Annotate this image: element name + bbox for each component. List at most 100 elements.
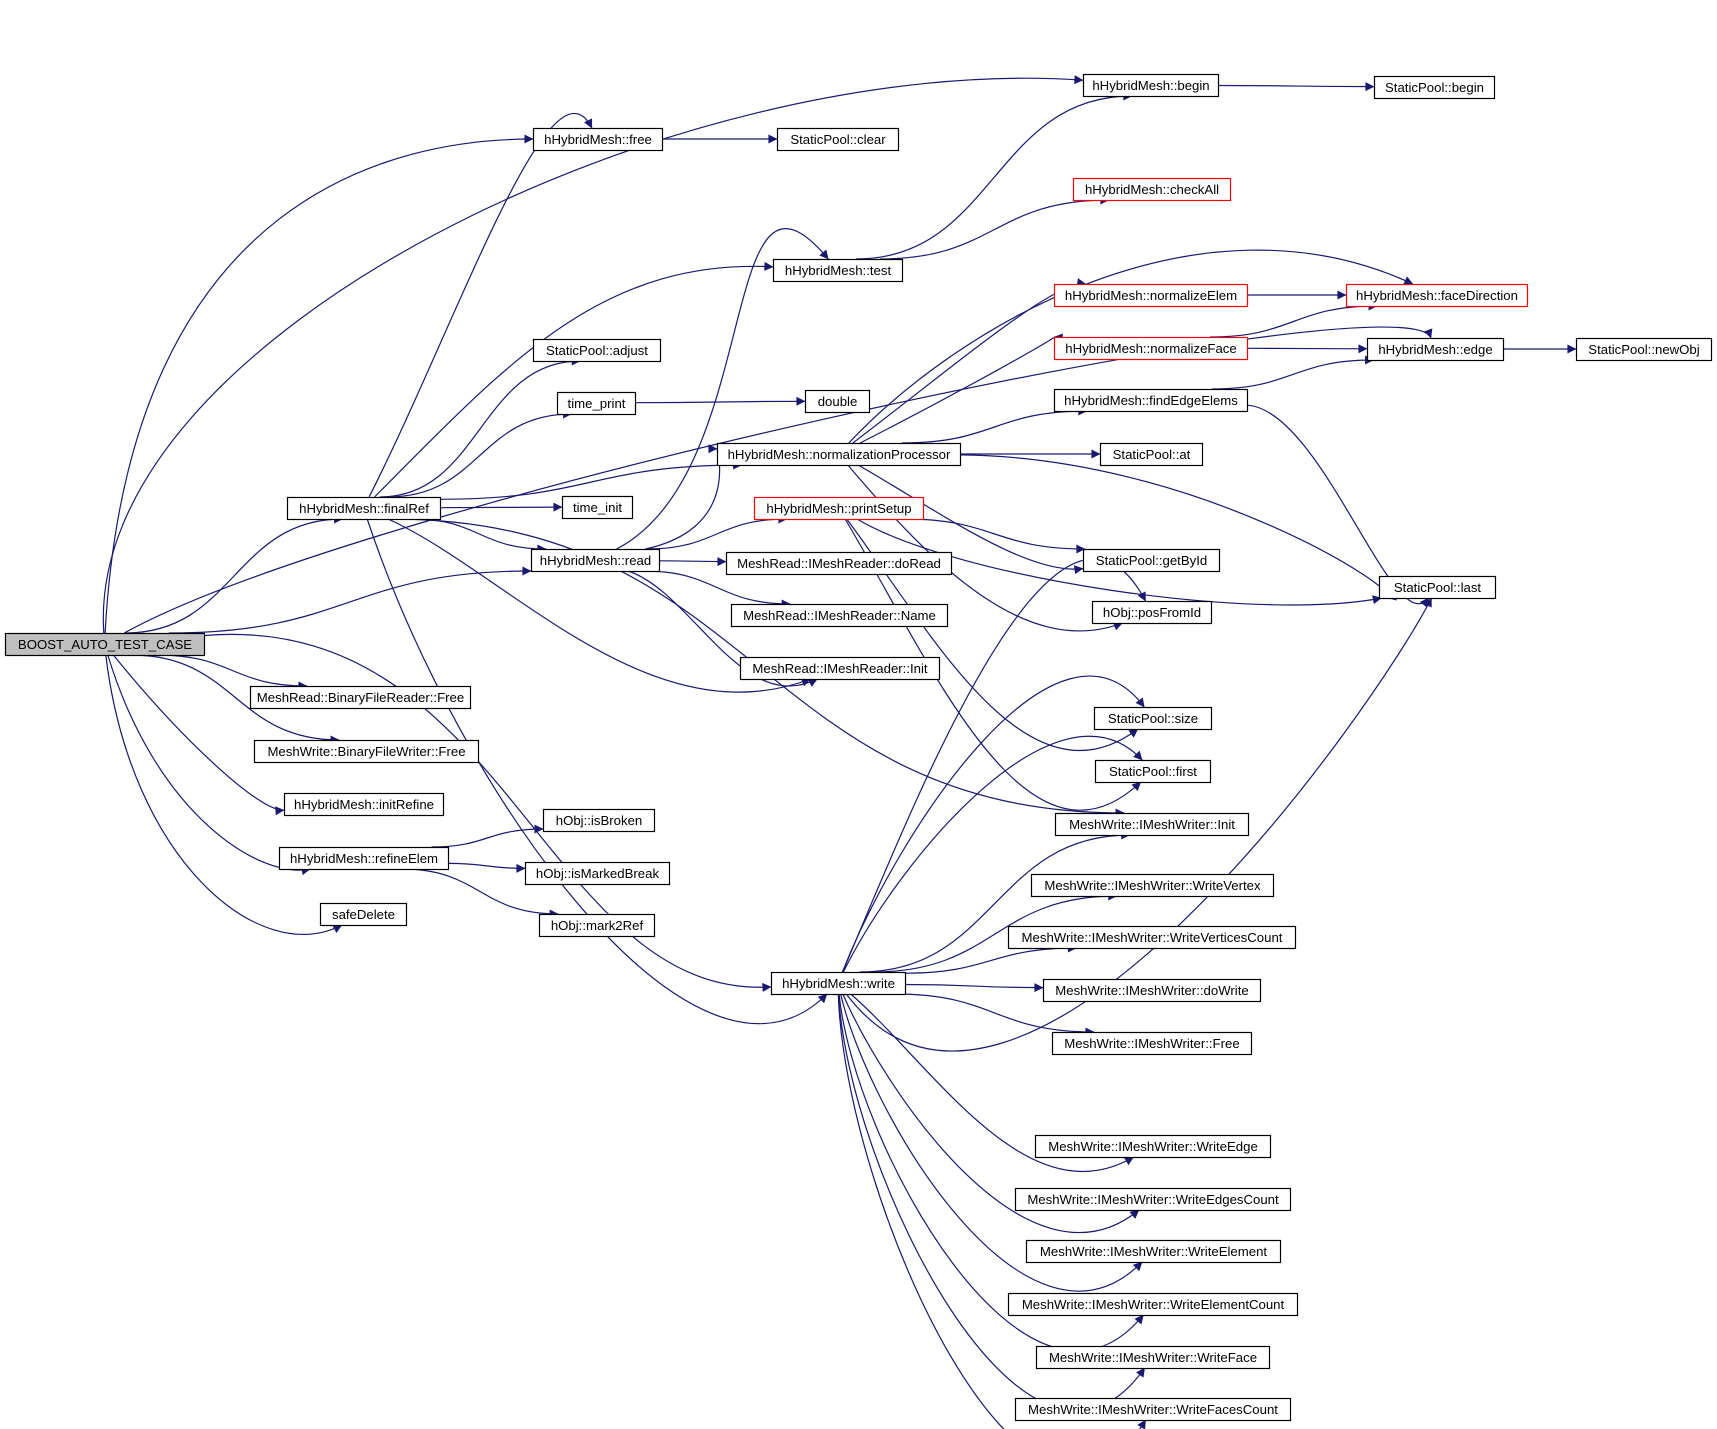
node-wFacesCount[interactable]: MeshWrite::IMeshWriter::WriteFacesCount: [1014, 1397, 1292, 1422]
node-label: MeshWrite::IMeshWriter::Free: [1064, 1036, 1239, 1051]
edge-test-to-checkAll: [880, 195, 1110, 260]
node-label: StaticPool::size: [1108, 711, 1198, 726]
node-refineElem[interactable]: hHybridMesh::refineElem: [278, 846, 450, 871]
edge-root-to-read: [168, 566, 532, 634]
node-box: [249, 685, 472, 710]
node-box: [772, 258, 904, 283]
edge-write-to-wVertCount: [904, 943, 1077, 974]
node-label: hHybridMesh::findEdgeElems: [1064, 393, 1238, 408]
node-free[interactable]: hHybridMesh::free: [532, 127, 664, 152]
node-double[interactable]: double: [804, 389, 871, 414]
node-begin[interactable]: hHybridMesh::begin: [1082, 73, 1220, 98]
node-label: StaticPool::first: [1109, 764, 1197, 779]
edge-refineElem-to-mark2Ref: [401, 868, 559, 919]
node-finalRef[interactable]: hHybridMesh::finalRef: [286, 496, 442, 521]
node-normalizeElem[interactable]: hHybridMesh::normalizeElem: [1053, 283, 1249, 308]
edge-write-to-wEdge: [850, 993, 1134, 1172]
node-box: [538, 913, 656, 938]
node-label: hHybridMesh::initRefine: [294, 797, 434, 812]
node-box: [770, 971, 907, 996]
node-getById[interactable]: StaticPool::getById: [1082, 548, 1221, 573]
node-wEdgesCount[interactable]: MeshWrite::IMeshWriter::WriteEdgesCount: [1014, 1187, 1292, 1212]
node-box: [1082, 548, 1221, 573]
node-label: MeshWrite::IMeshWriter::Init: [1069, 817, 1235, 832]
node-label: hHybridMesh::faceDirection: [1356, 288, 1518, 303]
node-label: hHybridMesh::finalRef: [299, 501, 429, 516]
node-sp_begin[interactable]: StaticPool::begin: [1373, 75, 1496, 100]
node-bfwFree[interactable]: MeshWrite::BinaryFileWriter::Free: [253, 739, 480, 764]
node-read[interactable]: hHybridMesh::read: [530, 548, 661, 573]
node-box: [1051, 1031, 1253, 1056]
node-label: time_print: [568, 396, 626, 411]
node-posFromId[interactable]: hObj::posFromId: [1091, 600, 1213, 625]
node-newObj[interactable]: StaticPool::newObj: [1575, 337, 1713, 362]
node-wElement[interactable]: MeshWrite::IMeshWriter::WriteElement: [1025, 1239, 1282, 1264]
node-rInit[interactable]: MeshRead::IMeshReader::Init: [739, 656, 941, 681]
node-faceDirection[interactable]: hHybridMesh::faceDirection: [1345, 283, 1529, 308]
node-wInit[interactable]: MeshWrite::IMeshWriter::Init: [1054, 812, 1250, 837]
node-label: hHybridMesh::write: [782, 976, 895, 991]
edge-root-to-initRefine: [112, 654, 285, 816]
node-normalizeFace[interactable]: hHybridMesh::normalizeFace: [1053, 336, 1249, 361]
edge-root-to-bfrFree: [157, 654, 308, 691]
node-wVertCount[interactable]: MeshWrite::IMeshWriter::WriteVerticesCou…: [1007, 925, 1297, 950]
node-time_init[interactable]: time_init: [561, 495, 634, 520]
edge-read-to-printSetup: [646, 514, 788, 550]
node-box: [4, 632, 206, 657]
edge-root-to-bfwFree: [131, 654, 340, 745]
node-sp_clear[interactable]: StaticPool::clear: [776, 127, 900, 152]
node-wFace[interactable]: MeshWrite::IMeshWriter::WriteFace: [1035, 1345, 1271, 1370]
node-write[interactable]: hHybridMesh::write: [770, 971, 907, 996]
edge-root-to-finalRef: [125, 514, 344, 634]
node-findEdgeElems[interactable]: hHybridMesh::findEdgeElems: [1053, 388, 1249, 413]
node-box: [1091, 600, 1213, 625]
node-label: double: [818, 394, 858, 409]
edge-root-to-begin: [102, 75, 1084, 634]
node-wDoWrite[interactable]: MeshWrite::IMeshWriter::doWrite: [1042, 978, 1262, 1003]
node-sp_size[interactable]: StaticPool::size: [1093, 706, 1213, 731]
node-safeDelete[interactable]: safeDelete: [319, 902, 408, 927]
node-mark2Ref[interactable]: hObj::mark2Ref: [538, 913, 656, 938]
node-box: [524, 861, 671, 886]
node-box: [1007, 925, 1297, 950]
node-box: [253, 739, 480, 764]
node-isBroken[interactable]: hObj::isBroken: [542, 808, 656, 833]
node-wEdge[interactable]: MeshWrite::IMeshWriter::WriteEdge: [1034, 1134, 1272, 1159]
node-sp_last[interactable]: StaticPool::last: [1378, 575, 1497, 600]
node-initRefine[interactable]: hHybridMesh::initRefine: [283, 792, 445, 817]
node-time_print[interactable]: time_print: [556, 391, 637, 416]
node-box: [776, 127, 900, 152]
node-label: MeshRead::IMeshReader::Init: [752, 661, 928, 676]
node-box: [319, 902, 408, 927]
node-doRead[interactable]: MeshRead::IMeshReader::doRead: [725, 551, 953, 576]
edge-test-to-begin: [856, 91, 1133, 260]
node-box: [556, 391, 637, 416]
node-adjust[interactable]: StaticPool::adjust: [532, 338, 662, 363]
node-label: hObj::isBroken: [556, 813, 643, 828]
node-wVertex[interactable]: MeshWrite::IMeshWriter::WriteVertex: [1030, 873, 1275, 898]
node-bfrFree[interactable]: MeshRead::BinaryFileReader::Free: [249, 685, 472, 710]
node-rName[interactable]: MeshRead::IMeshReader::Name: [730, 603, 949, 628]
node-sp_at[interactable]: StaticPool::at: [1099, 442, 1204, 467]
node-box: [542, 808, 656, 833]
node-test[interactable]: hHybridMesh::test: [772, 258, 904, 283]
node-box: [532, 127, 664, 152]
node-normProc[interactable]: hHybridMesh::normalizationProcessor: [716, 442, 962, 467]
node-checkAll[interactable]: hHybridMesh::checkAll: [1072, 177, 1232, 202]
edge-write-to-wInit: [859, 830, 1131, 973]
node-wElemCount[interactable]: MeshWrite::IMeshWriter::WriteElementCoun…: [1007, 1292, 1299, 1317]
node-box: [1034, 1134, 1272, 1159]
edge-read-to-normProc: [645, 448, 721, 550]
edge-write-to-sp_first: [842, 735, 1143, 973]
node-sp_first[interactable]: StaticPool::first: [1094, 759, 1212, 784]
node-printSetup[interactable]: hHybridMesh::printSetup: [753, 496, 925, 521]
node-root[interactable]: BOOST_AUTO_TEST_CASE: [4, 632, 206, 657]
node-edge[interactable]: hHybridMesh::edge: [1366, 337, 1505, 362]
node-label: MeshWrite::IMeshWriter::WriteEdge: [1048, 1139, 1258, 1154]
node-box: [716, 442, 962, 467]
node-box: [1093, 706, 1213, 731]
node-isMarkedBreak[interactable]: hObj::isMarkedBreak: [524, 861, 671, 886]
node-wFree[interactable]: MeshWrite::IMeshWriter::Free: [1051, 1031, 1253, 1056]
node-box: [561, 495, 634, 520]
